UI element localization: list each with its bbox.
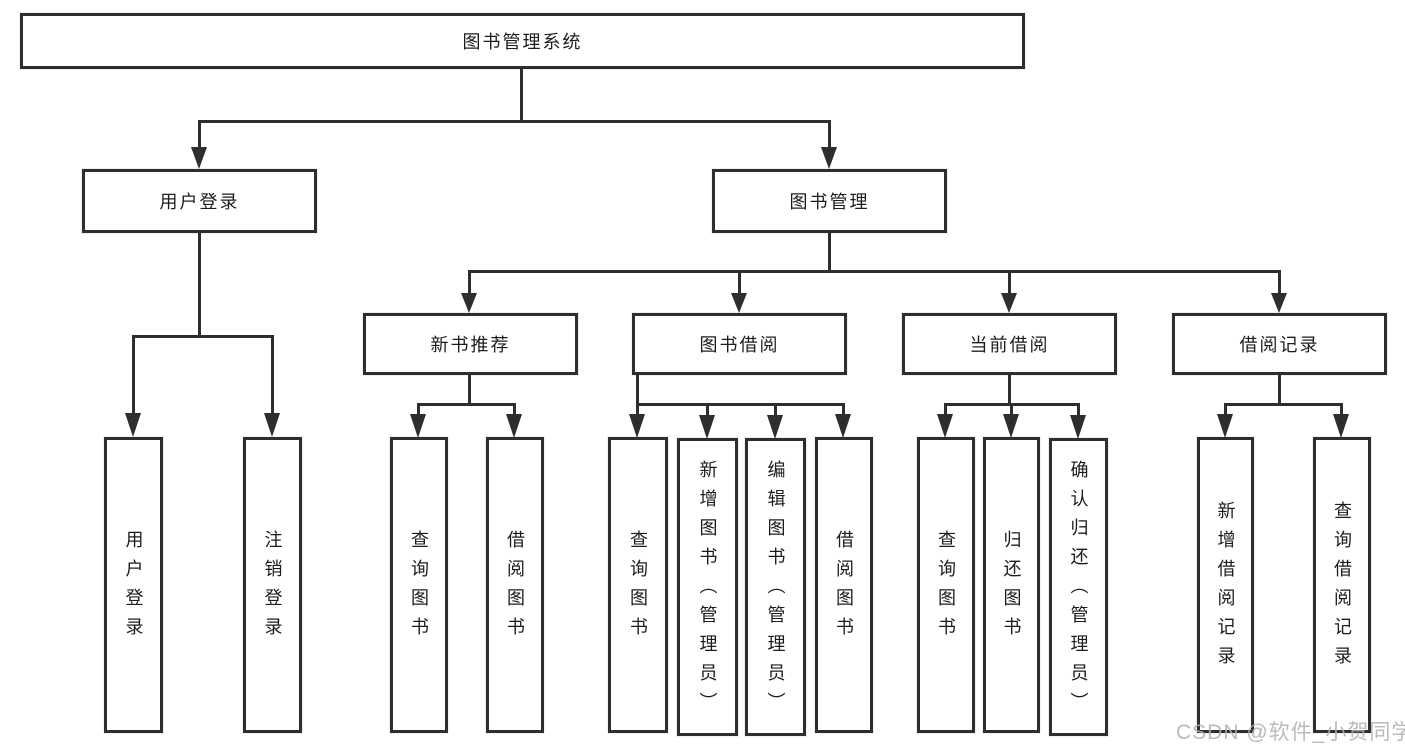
leaf-query-borrow-record: 查询借阅记录 (1313, 437, 1371, 733)
node-user-login-branch: 用户登录 (82, 169, 317, 233)
connector-line (636, 375, 639, 406)
arrowhead-down-icon (461, 293, 477, 313)
connector-line (1224, 403, 1227, 419)
leaf-add-borrow-record: 新增借阅记录 (1197, 437, 1254, 733)
connector-line (842, 403, 845, 419)
connector-line (468, 270, 471, 296)
connector-line (706, 403, 709, 419)
arrowhead-down-icon (125, 413, 141, 437)
leaf-borrowing-query-books: 查询图书 (608, 437, 668, 733)
leaf-current-query-books: 查询图书 (917, 437, 975, 733)
arrowhead-down-icon (629, 414, 645, 438)
leaf-recommend-query-books: 查询图书 (390, 437, 448, 733)
csdn-watermark: CSDN @软件_小贺同学 (1176, 721, 1405, 744)
leaf-borrowing-borrow-books: 借阅图书 (815, 437, 873, 733)
node-borrowing-records: 借阅记录 (1172, 313, 1387, 375)
arrowhead-down-icon (1271, 293, 1287, 313)
leaf-user-login: 用户登录 (104, 437, 163, 733)
arrowhead-down-icon (767, 415, 783, 439)
connector-line (1008, 270, 1011, 296)
connector-line (944, 403, 947, 419)
connector-line (1008, 375, 1011, 406)
leaf-confirm-return-admin: 确认归还（管理员） (1049, 438, 1108, 736)
connector-line (513, 403, 516, 419)
connector-line (636, 403, 639, 419)
arrowhead-down-icon (821, 147, 837, 169)
arrowhead-down-icon (1333, 414, 1349, 438)
node-book-borrowing: 图书借阅 (632, 313, 847, 375)
arrowhead-down-icon (506, 414, 522, 438)
leaf-logout: 注销登录 (243, 437, 302, 733)
arrowhead-down-icon (699, 415, 715, 439)
connector-line (198, 120, 201, 149)
connector-line (132, 335, 274, 338)
node-book-management-branch: 图书管理 (712, 169, 947, 233)
connector-line (738, 270, 741, 296)
connector-line (1340, 403, 1343, 419)
connector-line (417, 403, 420, 419)
connector-line (828, 120, 831, 149)
leaf-edit-books-admin: 编辑图书（管理员） (745, 438, 806, 736)
node-library-management-system: 图书管理系统 (20, 13, 1025, 69)
leaf-return-books: 归还图书 (983, 437, 1040, 733)
arrowhead-down-icon (835, 414, 851, 438)
connector-line (468, 270, 1281, 273)
connector-line (1010, 403, 1013, 419)
connector-line (468, 375, 471, 406)
arrowhead-down-icon (1217, 414, 1233, 438)
connector-line (636, 403, 845, 406)
node-current-borrowing: 当前借阅 (902, 313, 1117, 375)
arrowhead-down-icon (191, 147, 207, 169)
arrowhead-down-icon (1001, 293, 1017, 313)
connector-line (198, 120, 831, 123)
connector-line (132, 335, 135, 415)
connector-line (198, 233, 201, 338)
connector-line (417, 403, 516, 406)
leaf-add-books-admin: 新增图书（管理员） (677, 438, 738, 736)
connector-line (1278, 270, 1281, 296)
leaf-recommend-borrow-books: 借阅图书 (486, 437, 544, 733)
arrowhead-down-icon (937, 414, 953, 438)
connector-line (520, 69, 523, 123)
arrowhead-down-icon (731, 293, 747, 313)
connector-line (1077, 403, 1080, 419)
connector-line (1224, 403, 1343, 406)
connector-line (774, 403, 777, 419)
connector-line (271, 335, 274, 415)
connector-line (828, 233, 831, 273)
connector-line (1278, 375, 1281, 406)
arrowhead-down-icon (1070, 415, 1086, 439)
node-new-book-recommendation: 新书推荐 (363, 313, 578, 375)
arrowhead-down-icon (264, 413, 280, 437)
arrowhead-down-icon (410, 414, 426, 438)
arrowhead-down-icon (1003, 414, 1019, 438)
